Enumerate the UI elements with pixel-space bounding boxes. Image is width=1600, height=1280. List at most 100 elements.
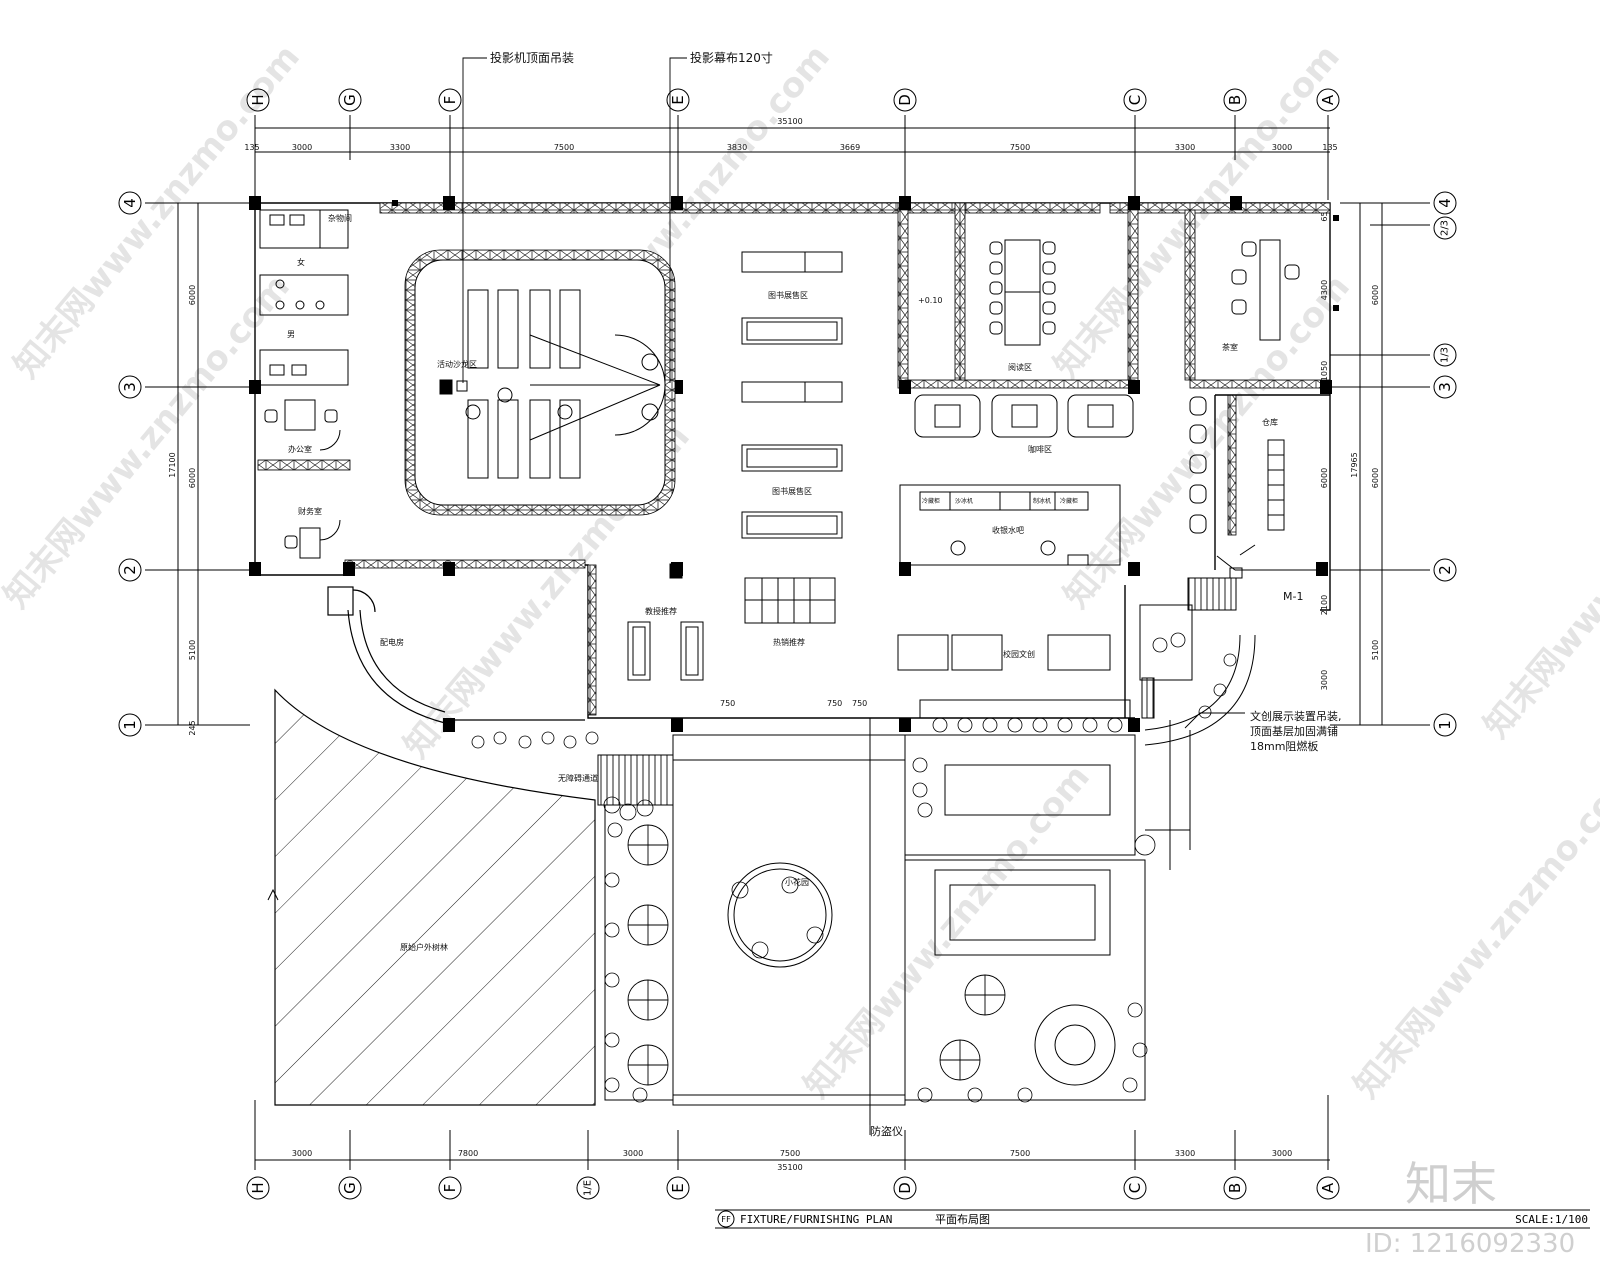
- dim-bottom: 3000: [1272, 1149, 1292, 1158]
- stair-area: [1139, 544, 1320, 746]
- plants: [471, 632, 1237, 1103]
- callout-screen: 投影幕布120寸: [690, 50, 773, 65]
- dimensions-bottom: 35100 3000 7800 3000 7500 7500 3300 3000: [292, 1149, 1292, 1172]
- axis-label: 1/3: [1440, 347, 1451, 363]
- watermark-brand: 知末: [1405, 1157, 1497, 1211]
- zone-garden: 小花园: [785, 877, 809, 887]
- dim-total-top: 35100: [777, 117, 802, 126]
- door-width: 750: [827, 699, 842, 708]
- dim-top: 3830: [727, 143, 747, 152]
- dim-top: 7500: [1010, 143, 1030, 152]
- dim-bottom: 7500: [1010, 1149, 1030, 1158]
- floor-level: +0.10: [918, 296, 943, 305]
- dim-left: 6000: [188, 468, 197, 488]
- axis-grid-left: [118, 191, 250, 737]
- axis-grid-top: [246, 88, 1340, 200]
- zone-accessible: 无障碍通道: [558, 773, 598, 783]
- dim-right: 4300: [1320, 280, 1329, 300]
- callout-anti-theft: 防盗仪: [870, 1124, 903, 1138]
- zone-professor: 教授推荐: [645, 606, 677, 616]
- room-labels: 投影机顶面吊装 投影幕布120寸 杂物间 女 男 办公室 财务室 活动沙龙区 图…: [287, 50, 1342, 1138]
- room-storage: 杂物间: [328, 213, 352, 223]
- room-salon: 活动沙龙区: [437, 359, 477, 369]
- axis-label: 3: [1436, 382, 1454, 392]
- watermark-id: ID: 1216092330: [1365, 1229, 1575, 1259]
- axis-label-E: E: [669, 95, 687, 104]
- title-scale: SCALE:1/100: [1515, 1213, 1588, 1226]
- axis-label-B: B: [1226, 95, 1244, 105]
- room-finance: 财务室: [298, 506, 322, 516]
- axis-label: 1: [1436, 720, 1454, 730]
- dim-total-left: 17100: [168, 452, 177, 477]
- room-male: 男: [287, 330, 295, 339]
- umbrella-tables: [627, 824, 1006, 1086]
- axis-grid-right: [1330, 191, 1457, 737]
- equipment-label: 冷藏柜: [1060, 497, 1078, 505]
- equipment-label: 制冰机: [1033, 497, 1051, 505]
- room-office: 办公室: [288, 444, 312, 454]
- axis-label: 2: [121, 565, 139, 575]
- dim-right: 3000: [1320, 670, 1329, 690]
- right-zones: [897, 239, 1300, 719]
- dim-top: 3300: [1175, 143, 1195, 152]
- axis-label: H: [249, 1182, 267, 1193]
- title-block: FF FIXTURE/FURNISHING PLAN 平面布局图 SCALE:1…: [715, 1209, 1590, 1229]
- dim-bottom: 3000: [623, 1149, 643, 1158]
- axis-label: E: [669, 1183, 687, 1192]
- axis-label-G: G: [341, 94, 359, 106]
- axis-grid-bottom: [246, 1095, 1340, 1200]
- axis-label: 1/E: [583, 1180, 594, 1196]
- dim-bottom: 3300: [1175, 1149, 1195, 1158]
- watermark-site: 知末网www.znzmo.com: [796, 757, 1098, 1106]
- dim-top: 135: [1322, 143, 1337, 152]
- room-cashier: 收银水吧: [992, 525, 1024, 535]
- dim-bottom: 7500: [780, 1149, 800, 1158]
- axis-label: 4: [121, 198, 139, 208]
- dim-bottom: 3000: [292, 1149, 312, 1158]
- dim-total-bottom: 35100: [777, 1163, 802, 1172]
- axis-label: 1: [121, 720, 139, 730]
- axis-label: 3: [121, 382, 139, 392]
- dim-bottom: 7800: [458, 1149, 478, 1158]
- axis-label: 2/3: [1440, 220, 1451, 236]
- axis-labels-top: H G F E D C B A: [249, 94, 1337, 106]
- callout-display: 18mm阻燃板: [1250, 739, 1318, 753]
- dim-top: 3669: [840, 143, 860, 152]
- dim-top: 3000: [292, 143, 312, 152]
- axis-label: C: [1126, 1183, 1144, 1193]
- salon-zone: [404, 249, 676, 516]
- door-width: 750: [852, 699, 867, 708]
- zone-bestseller: 热销推荐: [773, 637, 805, 647]
- axis-label: 4: [1436, 198, 1454, 208]
- dim-left: 245: [188, 720, 197, 735]
- callout-leaders: [462, 57, 1245, 1135]
- dim-top: 7500: [554, 143, 574, 152]
- service-rooms: [259, 209, 349, 559]
- dim-right: 6000: [1320, 468, 1329, 488]
- axis-label: B: [1226, 1183, 1244, 1193]
- callout-display: 顶面基层加固满铺: [1250, 725, 1338, 738]
- axis-labels-right: 4 2/3 1/3 3 2 1 17965 650 4300 1050 6000…: [1320, 198, 1454, 730]
- axis-label: G: [341, 1182, 359, 1194]
- equipment-label: 沙冰机: [955, 497, 973, 505]
- zone-campus: 校园文创: [1003, 649, 1035, 659]
- room-reading: 阅读区: [1008, 362, 1032, 372]
- courtyard: [597, 718, 1191, 1125]
- axis-label: A: [1319, 1182, 1337, 1193]
- axis-label: D: [896, 1182, 914, 1194]
- dim-right-outer: 6000: [1371, 468, 1380, 488]
- door-tag: M-1: [1283, 590, 1303, 603]
- power-room: [327, 586, 585, 724]
- room-tea: 茶室: [1222, 342, 1238, 352]
- axis-label-H: H: [249, 94, 267, 105]
- axis-label-F: F: [441, 96, 459, 105]
- dimensions-top: 35100 135 3000 3300 7500 3830 3669 7500 …: [244, 117, 1337, 152]
- dim-right-outer: 6000: [1371, 285, 1380, 305]
- room-female: 女: [297, 257, 305, 267]
- room-power: 配电房: [380, 637, 404, 647]
- title-name-en: FIXTURE/FURNISHING PLAN: [740, 1213, 892, 1226]
- dim-top: 3000: [1272, 143, 1292, 152]
- dim-left: 6000: [188, 285, 197, 305]
- title-code: FF: [721, 1215, 731, 1224]
